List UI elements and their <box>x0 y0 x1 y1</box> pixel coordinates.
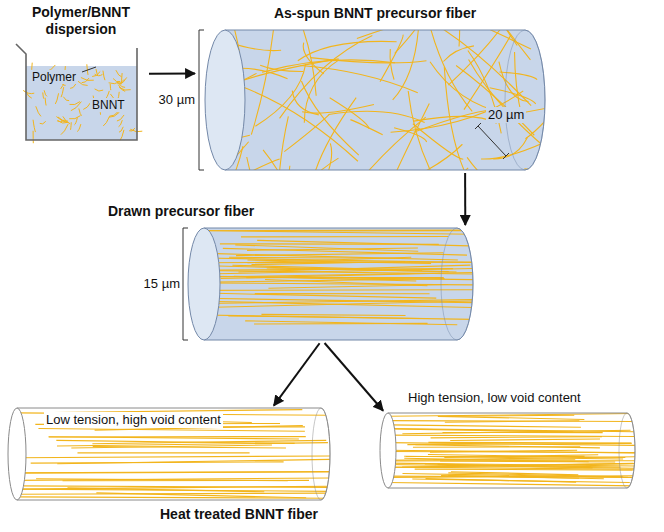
dispersed-nanotubes <box>23 63 142 144</box>
dimension-label: 30 µm <box>155 92 195 108</box>
node-title: Drawn precursor fiber <box>108 203 328 220</box>
cylinder-end <box>441 228 473 340</box>
cylinder-face <box>380 413 396 488</box>
dimension-bracket <box>475 123 509 159</box>
nanotube-strands <box>380 414 635 486</box>
cylinder-face <box>8 408 26 500</box>
cylinder-end <box>619 413 635 488</box>
fiber-cylinder: High tension, low void content <box>380 413 635 488</box>
cylinder-drawing <box>188 228 473 340</box>
fiber-cylinder: Low tension, high void content <box>8 408 330 500</box>
dimension-bracket <box>199 30 204 170</box>
process-arrow <box>149 72 195 74</box>
dimension-label: 15 µm <box>138 276 180 292</box>
condition-label: Low tension, high void content <box>44 412 223 428</box>
beaker: Polymer/BNNT dispersionPolymerBNNT <box>18 48 143 140</box>
liquid <box>26 66 137 140</box>
cylinder-outline <box>204 228 473 340</box>
cylinder-outline <box>225 30 545 170</box>
cylinder-drawing <box>380 413 635 488</box>
cylinder-outline <box>388 413 635 488</box>
part-label: BNNT <box>90 98 127 112</box>
condition-label: High tension, low void content <box>408 390 648 406</box>
beaker-outline <box>16 44 137 140</box>
process-arrow <box>325 343 384 411</box>
node-title: Polymer/BNNT dispersion <box>6 4 156 38</box>
cylinder-face <box>205 30 245 170</box>
process-arrow <box>464 173 466 225</box>
nanotube-strands <box>8 410 330 499</box>
part-label: Polymer <box>30 70 78 84</box>
cylinder-end <box>312 408 330 500</box>
fiber-cylinder: As-spun BNNT precursor fiber <box>205 30 545 170</box>
figure-label: Heat treated BNNT fiber <box>160 506 318 523</box>
nanotube-strands <box>188 230 473 325</box>
node-title: As-spun BNNT precursor fiber <box>205 5 545 22</box>
cylinder-face <box>188 228 220 340</box>
dimension-label: 20 µm <box>486 107 526 123</box>
process-arrow <box>274 343 320 405</box>
cylinder-drawing <box>205 30 545 170</box>
leader-line <box>82 67 96 72</box>
fiber-cylinder: Drawn precursor fiber <box>188 228 473 340</box>
dimension-bracket <box>183 228 188 340</box>
cylinder-outline <box>17 408 330 500</box>
cylinder-end <box>505 30 545 170</box>
beaker-drawing <box>18 48 143 140</box>
